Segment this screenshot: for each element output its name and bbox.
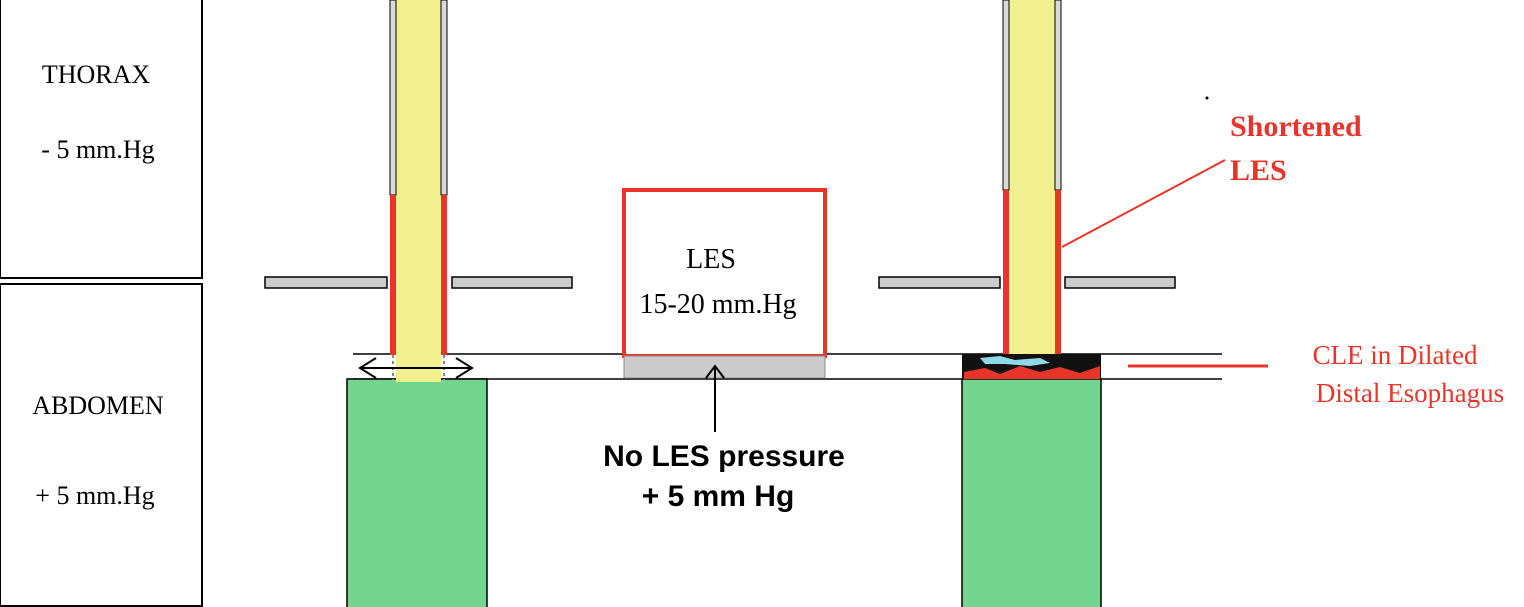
diaphragm-right-b (1064, 276, 1176, 289)
thorax-region: THORAX - 5 mm.Hg (0, 0, 203, 279)
les-box-base (623, 355, 826, 379)
abdomen-box (0, 283, 203, 607)
shortened-esophagus (878, 0, 1176, 607)
cle-label-line1: CLE in Dilated (1313, 340, 1478, 370)
les-box-label: LES (686, 244, 736, 275)
thorax-label: THORAX (42, 60, 151, 89)
stomach-right (961, 378, 1102, 607)
diaphragm-left-a (264, 276, 388, 289)
diaphragm-left-b (451, 276, 573, 289)
les-pressure-box: LES 15-20 mm.Hg (622, 188, 827, 379)
abdomen-region: ABDOMEN + 5 mm.Hg (0, 283, 203, 607)
thorax-pressure: - 5 mm.Hg (41, 135, 154, 164)
esophagus-lumen-right (1009, 0, 1055, 356)
les-wall-left (390, 195, 396, 355)
thorax-box (0, 0, 203, 279)
shortened-les-line2: LES (1230, 154, 1287, 187)
normal-esophagus (264, 0, 573, 607)
short-les-wall-right (1055, 190, 1061, 356)
cle-callout: CLE in Dilated Distal Esophagus (1128, 340, 1504, 408)
short-les-wall-left (1003, 190, 1009, 356)
diaphragm-right-a (878, 276, 1001, 289)
les-wall-right (441, 195, 447, 355)
no-les-pressure-line1: No LES pressure (603, 440, 845, 473)
cle-segment (962, 354, 1101, 379)
shortened-les-callout: Shortened LES (1061, 96, 1362, 248)
shortened-les-pointer (1061, 159, 1226, 248)
les-box-pressure: 15-20 mm.Hg (639, 289, 796, 320)
cle-label-line2: Distal Esophagus (1316, 378, 1504, 408)
stomach-left (346, 378, 488, 607)
shortened-les-line1: Shortened (1230, 110, 1362, 143)
no-les-pressure-line2: + 5 mm Hg (642, 480, 795, 513)
dilation-arrow (358, 357, 474, 379)
les-box-outline (622, 188, 827, 358)
abdomen-label: ABDOMEN (32, 391, 164, 420)
esophagus-lumen-left (396, 0, 441, 382)
pressure-arrow (705, 364, 725, 432)
abdomen-pressure: + 5 mm.Hg (35, 481, 154, 510)
